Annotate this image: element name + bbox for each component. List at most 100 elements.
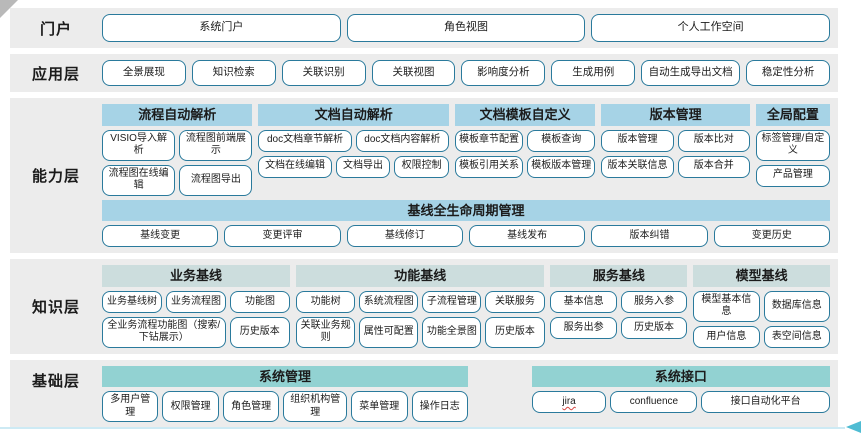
capability-node: 产品管理 xyxy=(755,164,830,187)
capability-node: 模板查询 xyxy=(527,129,596,152)
capability-node: VISIO导入解析 xyxy=(102,129,176,161)
capability-node: 版本比对 xyxy=(677,129,750,152)
baseline-node: 变更评审 xyxy=(224,225,341,248)
capability-node: 流程图导出 xyxy=(179,164,253,196)
knowledge-node: 历史版本 xyxy=(485,316,545,348)
group-doc-template-custom: 文档模板自定义 模板章节配置 模板查询 模板引用关系 模板版本管理 xyxy=(454,104,596,196)
layer-band-application: 应用层 全景展现 知识检索 关联识别 关联视图 影响度分析 生成用例 自动生成导… xyxy=(10,54,838,92)
group-header: 系统接口 xyxy=(531,365,830,388)
capability-node: 文档导出 xyxy=(335,155,391,178)
knowledge-node: 表空间信息 xyxy=(763,325,831,348)
group-model-baseline: 模型基线 模型基本信息 数据库信息 用户信息 表空间信息 xyxy=(693,265,831,348)
knowledge-node: 业务基线树 xyxy=(102,290,163,313)
capability-node: 模板版本管理 xyxy=(527,155,596,178)
base-node: 多用户管理 xyxy=(102,391,159,423)
app-node: 全景展现 xyxy=(102,60,186,86)
base-node: 操作日志 xyxy=(411,391,468,423)
group-process-auto-parse: 流程自动解析 VISIO导入解析 流程图前端展示 流程图在线编辑 流程图导出 xyxy=(102,104,253,196)
app-node: 影响度分析 xyxy=(461,60,546,86)
knowledge-node: 业务流程图 xyxy=(166,290,227,313)
group-system-interface: 系统接口 jira confluence 接口自动化平台 xyxy=(531,365,830,423)
group-header: 系统管理 xyxy=(102,365,468,388)
base-node: 菜单管理 xyxy=(351,391,408,423)
capability-node: 版本合并 xyxy=(677,155,750,178)
layer-band-capability: 能力层 流程自动解析 VISIO导入解析 流程图前端展示 流程图在线编辑 流程图… xyxy=(10,98,838,254)
layer-label-base: 基础层 xyxy=(31,372,80,390)
knowledge-node: 数据库信息 xyxy=(763,290,831,322)
portal-node-personal-workspace: 个人工作空间 xyxy=(591,14,831,42)
capability-node: 流程图在线编辑 xyxy=(102,164,176,196)
knowledge-node: 功能全景图 xyxy=(422,316,482,348)
knowledge-node: 关联服务 xyxy=(485,290,545,313)
capability-node: 模板章节配置 xyxy=(454,129,524,152)
base-node: 组织机构管理 xyxy=(283,391,348,423)
group-version-management: 版本管理 版本管理 版本比对 版本关联信息 版本合并 xyxy=(601,104,750,196)
baseline-node: 变更历史 xyxy=(713,225,830,248)
baseline-node: 基线发布 xyxy=(468,225,586,248)
knowledge-node: 服务入参 xyxy=(620,290,688,313)
capability-node: doc文档章节解析 xyxy=(258,129,352,152)
layer-label-portal: 门户 xyxy=(39,20,72,38)
knowledge-node: 系统流程图 xyxy=(359,290,419,313)
portal-node-role-view: 角色视图 xyxy=(346,14,586,42)
group-header: 版本管理 xyxy=(601,104,750,126)
capability-node: 文档在线编辑 xyxy=(258,155,332,178)
portal-node-system-portal: 系统门户 xyxy=(102,14,341,42)
bottom-accent-line xyxy=(0,427,845,429)
app-node: 关联识别 xyxy=(281,60,366,86)
group-system-management: 系统管理 多用户管理 权限管理 角色管理 组织机构管理 菜单管理 操作日志 xyxy=(102,365,468,423)
knowledge-node: 服务出参 xyxy=(550,316,617,339)
capability-node: 权限控制 xyxy=(394,155,449,178)
layer-band-base: 基础层 系统管理 多用户管理 权限管理 角色管理 组织机构管理 菜单管理 操作日… xyxy=(10,359,838,429)
app-node: 稳定性分析 xyxy=(746,60,831,86)
capability-node: 模板引用关系 xyxy=(454,155,524,178)
capability-node: 流程图前端展示 xyxy=(179,129,253,161)
capability-node: 版本管理 xyxy=(601,129,674,152)
layer-label-capability: 能力层 xyxy=(31,168,80,186)
knowledge-node: 历史版本 xyxy=(229,316,291,348)
knowledge-node: 属性可配置 xyxy=(359,316,419,348)
knowledge-node: 历史版本 xyxy=(620,316,688,339)
knowledge-node: 用户信息 xyxy=(693,325,760,348)
group-header: 功能基线 xyxy=(296,265,545,287)
app-node: 生成用例 xyxy=(551,60,636,86)
knowledge-node: 模型基本信息 xyxy=(693,290,760,322)
layer-band-portal: 门户 系统门户 角色视图 个人工作空间 xyxy=(10,8,838,48)
knowledge-node: 功能树 xyxy=(296,290,356,313)
knowledge-node: 关联业务规则 xyxy=(296,316,356,348)
knowledge-node: 全业务流程功能图（搜索/下钻展示） xyxy=(102,316,226,348)
layer-label-application: 应用层 xyxy=(31,65,80,83)
baseline-node: 基线变更 xyxy=(102,225,219,248)
group-business-baseline: 业务基线 业务基线树 业务流程图 功能图 全业务流程功能图（搜索/下钻展示） 历… xyxy=(102,265,291,348)
group-header: 文档自动解析 xyxy=(258,104,449,126)
group-service-baseline: 服务基线 基本信息 服务入参 服务出参 历史版本 xyxy=(550,265,688,348)
app-node: 知识检索 xyxy=(191,60,276,86)
group-header: 模型基线 xyxy=(693,265,830,287)
group-function-baseline: 功能基线 功能树 系统流程图 子流程管理 关联服务 关联业务规则 属性可配置 功… xyxy=(296,265,545,348)
app-node: 关联视图 xyxy=(371,60,456,86)
layer-band-knowledge: 知识层 业务基线 业务基线树 业务流程图 功能图 全业务流程功能图（搜索/下钻展… xyxy=(10,259,838,354)
base-node: 权限管理 xyxy=(162,391,219,423)
capability-node: doc文档内容解析 xyxy=(355,129,449,152)
baseline-node: 版本纠错 xyxy=(591,225,708,248)
group-header: 流程自动解析 xyxy=(102,104,253,126)
base-node-interface-automation: 接口自动化平台 xyxy=(701,391,830,414)
group-header: 文档模板自定义 xyxy=(454,104,596,126)
base-node-confluence: confluence xyxy=(610,391,698,414)
left-arrow-icon xyxy=(846,421,861,433)
group-gap xyxy=(474,366,526,423)
group-global-config: 全局配置 标签管理/自定义 产品管理 xyxy=(755,104,830,196)
app-node: 自动生成导出文档 xyxy=(641,60,741,86)
base-node: 角色管理 xyxy=(222,391,280,423)
baseline-lifecycle-header: 基线全生命周期管理 xyxy=(102,199,830,222)
layer-label-knowledge: 知识层 xyxy=(31,298,80,316)
group-header: 业务基线 xyxy=(102,265,291,287)
capability-node: 标签管理/自定义 xyxy=(755,129,830,161)
group-document-auto-parse: 文档自动解析 doc文档章节解析 doc文档内容解析 文档在线编辑 文档导出 权… xyxy=(258,104,449,196)
knowledge-node: 子流程管理 xyxy=(422,290,482,313)
architecture-diagram: 门户 系统门户 角色视图 个人工作空间 应用层 全景展现 知识检索 关联识别 关… xyxy=(10,8,838,429)
base-node-jira: jira xyxy=(562,396,576,408)
group-header: 服务基线 xyxy=(550,265,688,287)
knowledge-node: 功能图 xyxy=(230,290,291,313)
knowledge-node: 基本信息 xyxy=(550,290,617,313)
